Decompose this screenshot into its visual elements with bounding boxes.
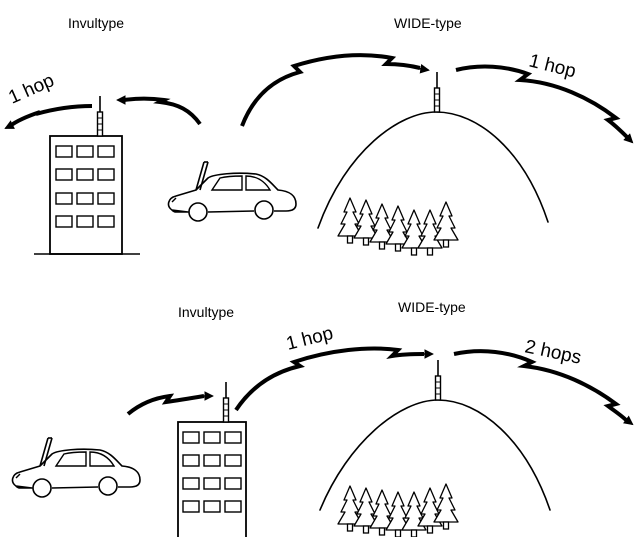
scene2-left-label: Invultype: [178, 304, 234, 320]
building-icon: [177, 421, 247, 537]
scene2-hop-left: 1 hop: [284, 323, 335, 355]
scene1-hop-left: 1 hop: [5, 70, 57, 109]
forest-icon: [337, 483, 459, 537]
forest-icon: [337, 197, 459, 256]
radio-wave-arrow-icon: [126, 346, 634, 426]
building-icon: [34, 135, 140, 255]
scene2-right-label: WIDE-type: [398, 299, 466, 315]
scene-2: Invultype WIDE-type: [11, 299, 634, 537]
antenna-icon: [222, 381, 230, 423]
scene1-left-label: Invultype: [68, 15, 124, 31]
car-icon: [11, 437, 141, 498]
antenna-icon: [96, 95, 104, 137]
antenna-icon: [434, 359, 442, 401]
car-icon: [167, 161, 297, 222]
radio-wave-arrow-icon: [4, 53, 634, 144]
antenna-icon: [433, 71, 441, 113]
mountain-icon: [319, 399, 551, 511]
scene1-right-label: WIDE-type: [394, 15, 462, 31]
scene-1: Invultype WIDE-type: [4, 15, 634, 256]
scene1-hop-right: 1 hop: [527, 50, 578, 82]
